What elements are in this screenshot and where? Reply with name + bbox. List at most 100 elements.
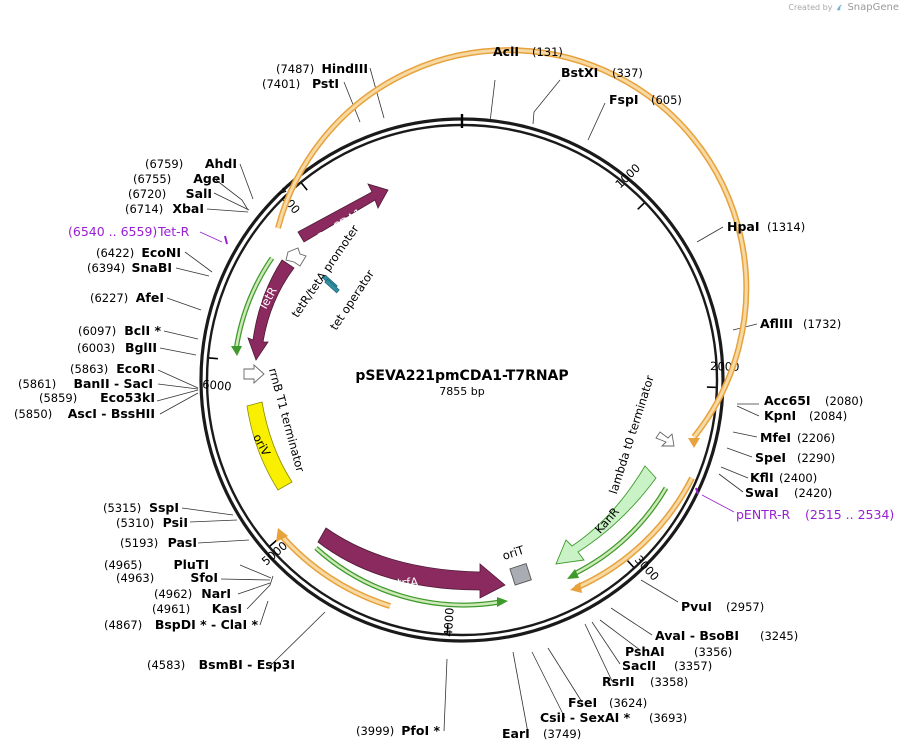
site-name[interactable]: PshAI [625, 644, 665, 659]
site-name[interactable]: AfeI [136, 290, 164, 305]
site-name[interactable]: SnaBI [131, 260, 172, 275]
tick-mark [208, 357, 218, 360]
site-name[interactable]: BanII - SacI [73, 376, 153, 391]
feature-trfa[interactable] [317, 527, 506, 599]
site-position: (4961) [152, 602, 190, 616]
site-position: (6422) [96, 246, 134, 260]
site-position: (5310) [116, 516, 154, 530]
site-position: (4962) [154, 587, 192, 601]
site-position: (5861) [18, 377, 56, 391]
site-name[interactable]: PluTI [173, 557, 209, 572]
site-name[interactable]: CsiI - SexAI * [540, 710, 631, 725]
site-name[interactable]: AgeI [193, 171, 225, 186]
site-name[interactable]: BspDI * - ClaI * [155, 617, 259, 632]
feature-label-trfa: trfA [397, 575, 419, 590]
site-position: (605) [651, 93, 682, 107]
site-position: (3624) [609, 696, 647, 710]
site-name[interactable]: AhdI [205, 156, 237, 171]
snapgene-credit: Created by SnapGene [788, 2, 899, 13]
site-position: (4963) [116, 571, 154, 585]
site-name[interactable]: FseI [568, 695, 597, 710]
site-name[interactable]: SalI [186, 186, 212, 201]
site-position: (6720) [128, 187, 166, 201]
site-name[interactable]: BsmBI - Esp3I [199, 657, 295, 672]
feature-rrnb-terminator[interactable] [243, 363, 265, 385]
site-name[interactable]: BglII [125, 340, 157, 355]
site-position: (3749) [543, 727, 581, 741]
primer-pentr-r-name: pENTR-R [736, 507, 791, 522]
site-name[interactable]: HindIII [321, 61, 368, 76]
site-position: (7401) [262, 77, 300, 91]
site-name[interactable]: EcoRI [116, 361, 155, 376]
feature-oriv[interactable] [246, 401, 293, 491]
site-name[interactable]: EcoNI [141, 245, 181, 260]
site-name[interactable]: Acc65I [764, 393, 811, 408]
site-name[interactable]: FspI [609, 92, 639, 107]
primer-labels: (6540 .. 6559) Tet-R pENTR-R (2515 .. 25… [68, 224, 894, 522]
site-name[interactable]: KpnI [764, 408, 796, 423]
site-name[interactable]: NarI [201, 586, 231, 601]
site-name[interactable]: SpeI [755, 450, 786, 465]
restriction-site-labels: AclI(131)BstXI(337)FspI(605)HpaI(1314)Af… [14, 44, 863, 741]
site-name[interactable]: Eco53kI [100, 390, 155, 405]
site-name[interactable]: AclI [493, 44, 519, 59]
feature-tet-operator[interactable] [322, 274, 340, 294]
primer-pentr-r-mark [695, 487, 699, 495]
feature-kanr[interactable] [555, 465, 657, 565]
credit-brand: SnapGene [847, 2, 899, 13]
site-name[interactable]: EarI [502, 726, 530, 741]
site-name[interactable]: AscI - BssHII [68, 406, 155, 421]
site-position: (1732) [803, 317, 841, 331]
feature-label-orit: oriT [501, 542, 527, 562]
site-name[interactable]: BclI * [124, 323, 161, 338]
feature-orit[interactable] [509, 563, 532, 586]
site-name[interactable]: KflI [750, 470, 774, 485]
site-position: (3245) [760, 629, 798, 643]
site-name[interactable]: HpaI [727, 219, 760, 234]
primer-tet-r-range: (6540 .. 6559) [68, 224, 157, 239]
site-name[interactable]: AvaI - BsoBI [655, 628, 739, 643]
site-name[interactable]: BstXI [561, 65, 598, 80]
site-position: (6759) [145, 157, 183, 171]
site-position: (5859) [39, 391, 77, 405]
site-position: (2080) [825, 394, 863, 408]
credit-prefix: Created by [788, 3, 833, 12]
site-name[interactable]: SwaI [745, 485, 779, 500]
site-position: (5315) [103, 501, 141, 515]
site-position: (5863) [70, 362, 108, 376]
feature-lambda-terminator[interactable] [655, 431, 675, 447]
site-name[interactable]: PstI [312, 76, 339, 91]
orf-arc-top-head [688, 438, 700, 448]
site-name[interactable]: PvuI [681, 599, 712, 614]
site-position: (5850) [14, 407, 52, 421]
site-name[interactable]: KasI [212, 601, 242, 616]
tick-mark [626, 560, 635, 568]
tick-mark [300, 182, 308, 191]
site-name[interactable]: SspI [149, 500, 179, 515]
site-name[interactable]: SacII [622, 658, 656, 673]
site-position: (2400) [779, 471, 817, 485]
site-name[interactable]: SfoI [190, 570, 218, 585]
feature-tetr[interactable] [247, 259, 295, 361]
site-name[interactable]: RsrII [602, 674, 635, 689]
site-name[interactable]: AflIII [760, 316, 793, 331]
site-position: (4867) [104, 618, 142, 632]
site-position: (2290) [797, 451, 835, 465]
site-position: (6755) [133, 172, 171, 186]
site-name[interactable]: MfeI [760, 430, 791, 445]
tick-mark [446, 624, 449, 634]
site-position: (6714) [125, 202, 163, 216]
feature-pmcda1[interactable] [297, 183, 389, 243]
site-name[interactable]: PfoI * [401, 723, 440, 738]
primer-pentr-r-range: (2515 .. 2534) [805, 507, 894, 522]
tick-mark [269, 539, 278, 547]
feature-tetr-tetA-promoters[interactable] [285, 247, 307, 267]
site-position: (6227) [90, 291, 128, 305]
site-position: (3693) [649, 711, 687, 725]
plasmid-name: pSEVA221pmCDA1-T7RNAP [355, 368, 568, 384]
plasmid-length: 7855 bp [439, 385, 484, 398]
site-name[interactable]: PasI [168, 535, 197, 550]
site-name[interactable]: PsiI [163, 515, 188, 530]
tick-label: 3000 [632, 553, 662, 584]
site-name[interactable]: XbaI [172, 201, 204, 216]
